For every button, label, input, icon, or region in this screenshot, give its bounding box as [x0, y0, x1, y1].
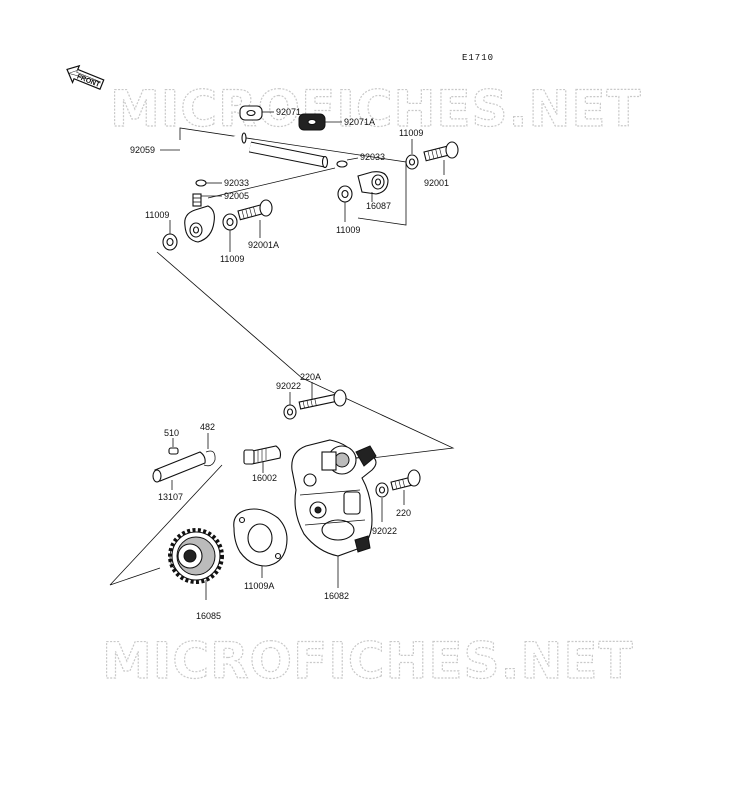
- bolt-92001A: [237, 199, 273, 238]
- clip-92033-left: [195, 179, 222, 187]
- bolt-220A: [298, 382, 347, 410]
- label-92022-bottom: 92022: [372, 526, 397, 536]
- grommet-92071: [239, 105, 274, 121]
- label-92071: 92071: [276, 107, 301, 117]
- washer-11009-middle: [337, 185, 353, 222]
- label-11009-center: 11009: [220, 254, 244, 264]
- label-16082: 16082: [324, 591, 349, 601]
- label-510: 510: [164, 428, 179, 438]
- label-92022-top: 92022: [276, 381, 301, 391]
- label-13107: 13107: [158, 492, 183, 502]
- grommet-92071A: [298, 113, 342, 131]
- watermark-bottom: MICROFICHES.NET: [102, 632, 634, 690]
- banjo-fitting-left: [184, 205, 215, 243]
- washer-11009-center: [222, 213, 238, 252]
- oil-hose-92059: [189, 132, 247, 205]
- front-arrow-icon: FRONT: [66, 64, 105, 90]
- washer-11009-left: [162, 220, 178, 251]
- bolt-92001: [423, 141, 459, 175]
- label-11009-middle: 11009: [336, 225, 360, 235]
- label-220A: 220A: [300, 372, 321, 382]
- leader-left-assembly: [207, 167, 336, 199]
- label-11009A: 11009A: [244, 581, 274, 591]
- gasket-11009A: [233, 508, 288, 578]
- reference-code: E1710: [462, 53, 494, 63]
- label-11009-top-right: 11009: [399, 128, 423, 138]
- label-92005: 92005: [224, 191, 249, 201]
- gear-16085: [168, 528, 224, 600]
- oil-pump-16082: [291, 439, 377, 588]
- bolt-220: [390, 469, 421, 505]
- circlip-482: [203, 433, 216, 467]
- watermark-top: MICROFICHES.NET: [110, 80, 642, 138]
- label-220: 220: [396, 508, 411, 518]
- label-16002: 16002: [252, 473, 277, 483]
- label-92033-left: 92033: [224, 178, 249, 188]
- banjo-fitting-16087: [357, 171, 389, 202]
- label-11009-left: 11009: [145, 210, 169, 220]
- shaft-13107: [152, 451, 206, 490]
- label-92071A: 92071A: [344, 117, 375, 127]
- leader-shaft-to-gear: [109, 464, 223, 586]
- leader-upper-to-pump: [156, 251, 455, 466]
- washer-92022-bottom: [375, 482, 389, 522]
- label-16085: 16085: [196, 611, 221, 621]
- oil-hose-straight: [248, 141, 329, 169]
- clip-92033-right: [336, 157, 359, 168]
- washer-11009-top-right: [405, 139, 419, 170]
- label-92059: 92059: [130, 145, 155, 155]
- label-16087: 16087: [366, 201, 391, 211]
- label-92001A: 92001A: [248, 240, 279, 250]
- label-92001: 92001: [424, 178, 449, 188]
- label-482: 482: [200, 422, 215, 432]
- label-92033-right: 92033: [360, 152, 385, 162]
- washer-92022-top: [283, 392, 297, 420]
- key-510: [168, 438, 179, 455]
- fitting-16002: [243, 445, 282, 473]
- fitting-92005: [192, 193, 222, 207]
